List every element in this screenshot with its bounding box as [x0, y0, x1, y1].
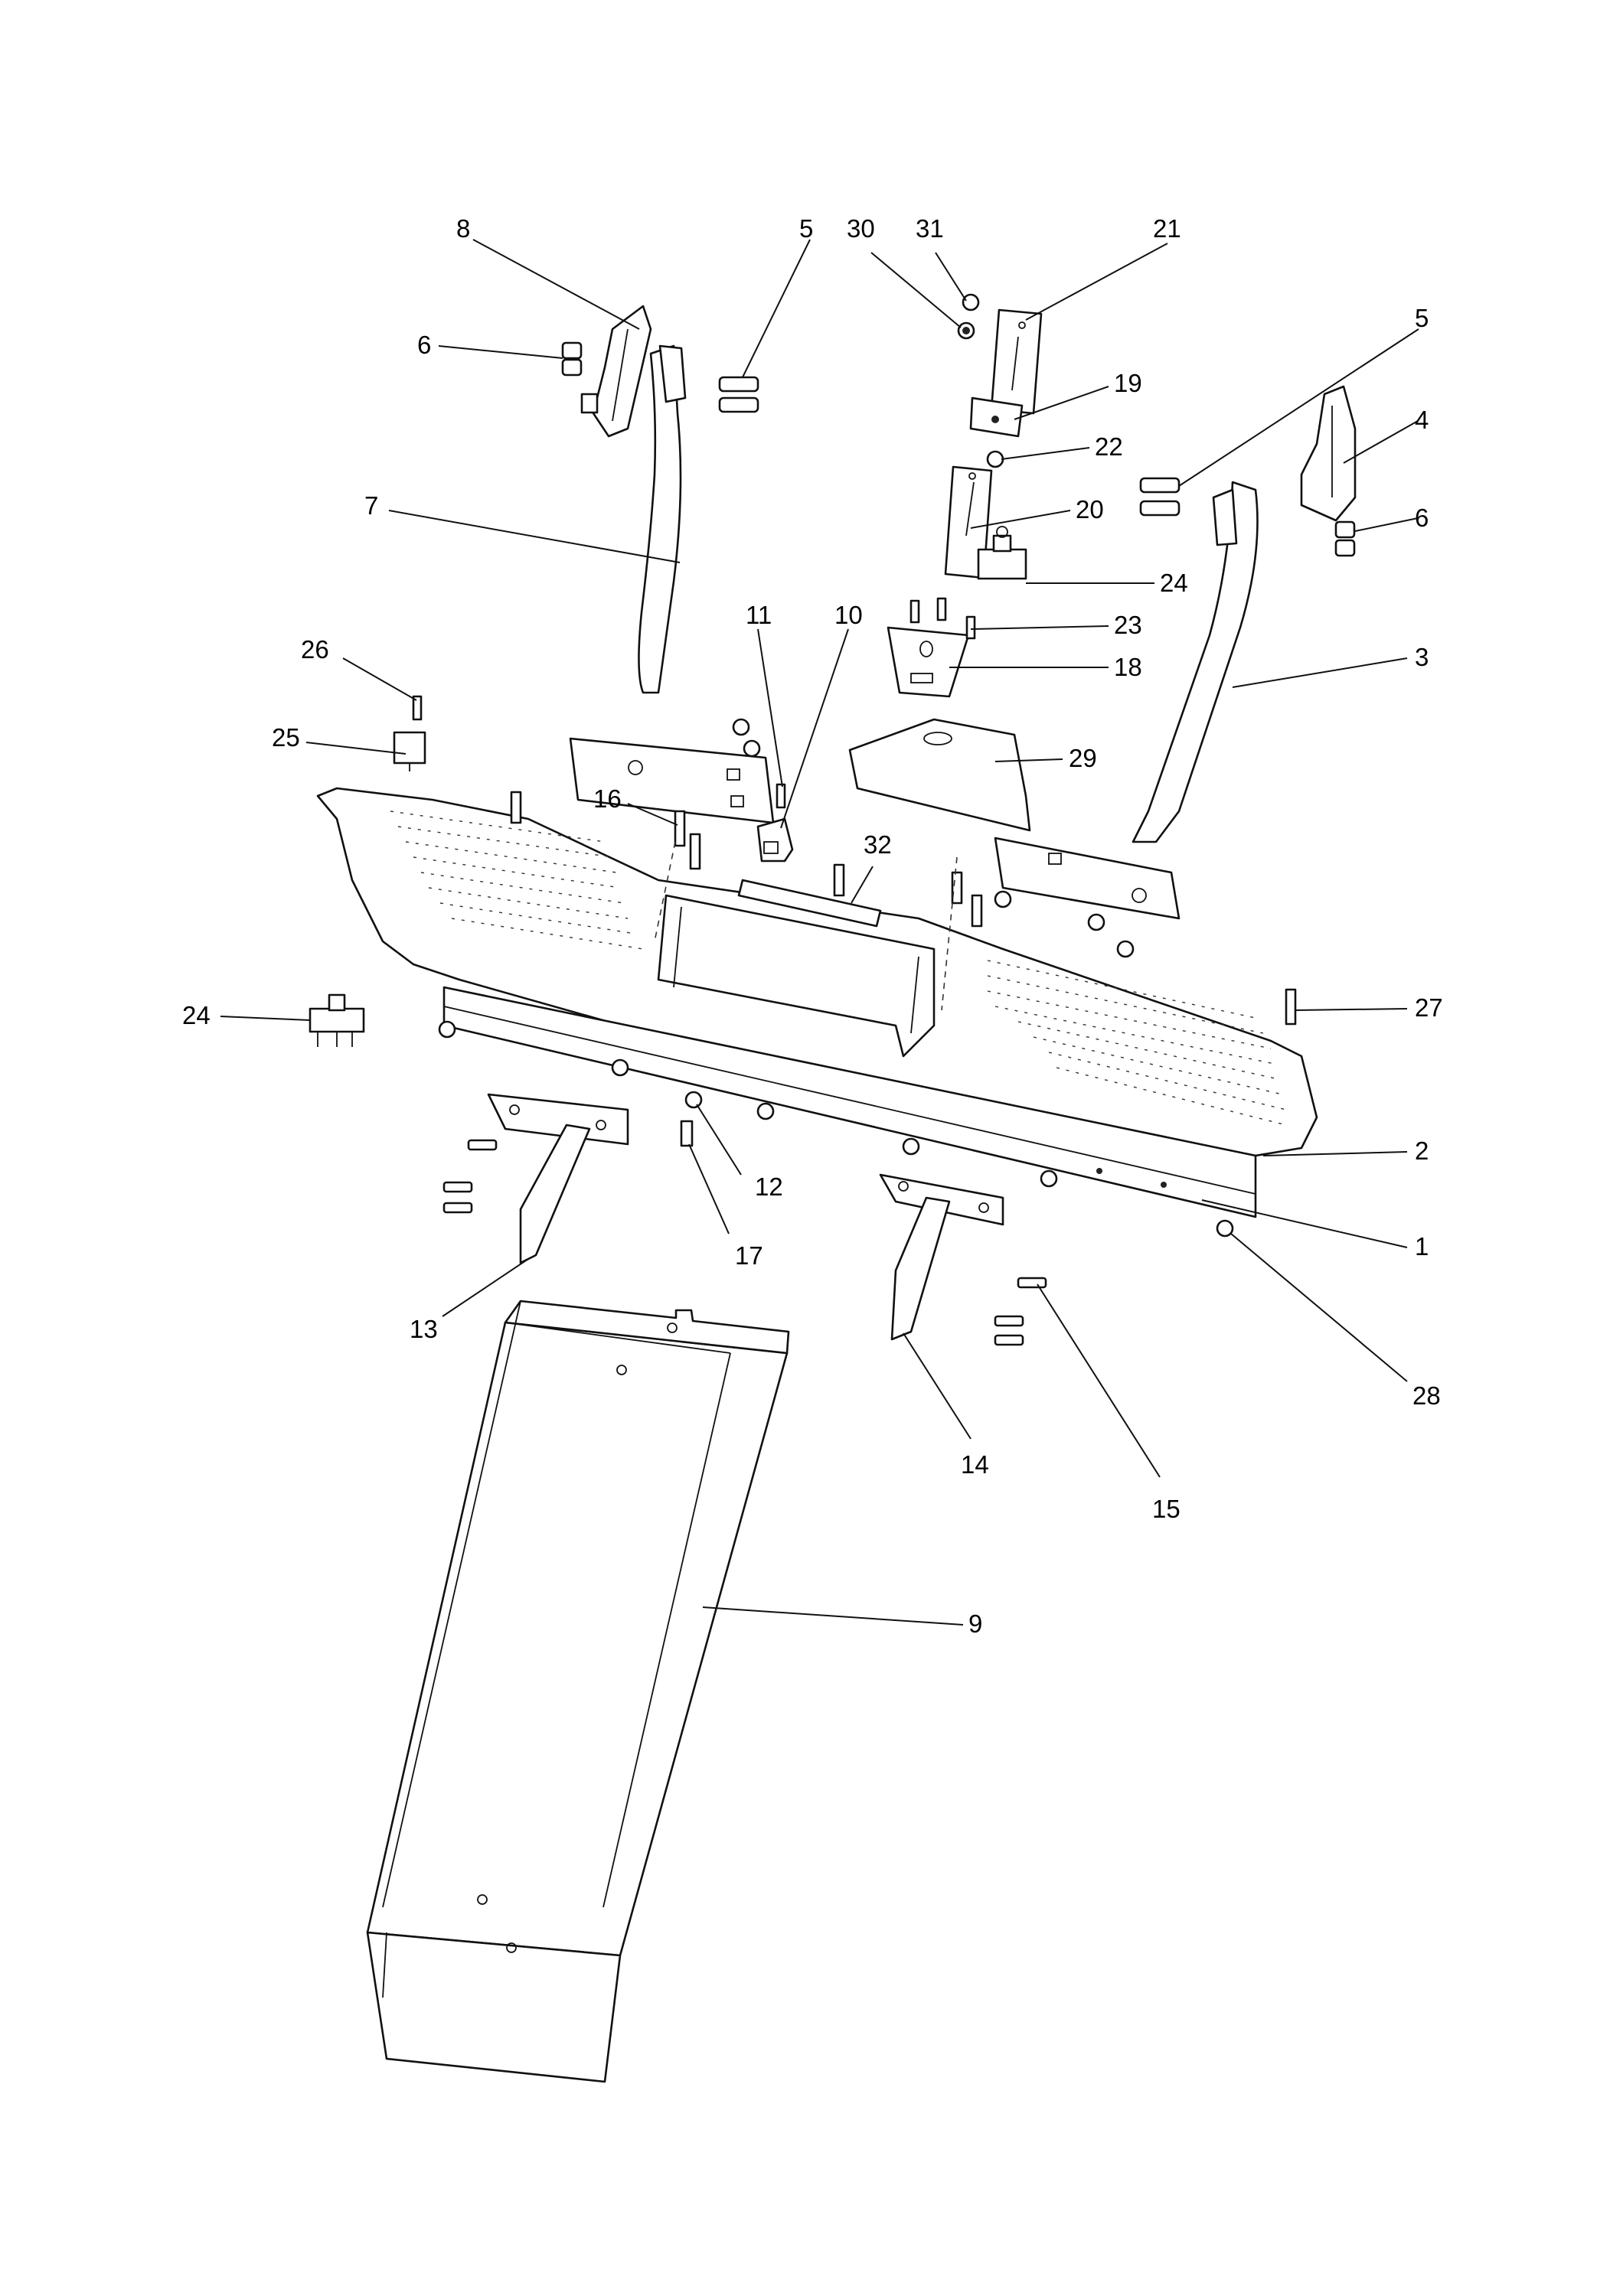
part-19-clip: [969, 396, 1024, 438]
callout-7: 7: [364, 491, 378, 520]
callout-22: 22: [1095, 432, 1123, 461]
callout-23: 23: [1114, 611, 1142, 639]
callout-19: 19: [1114, 369, 1142, 397]
callout-4: 4: [1415, 406, 1429, 434]
callout-8: 8: [456, 214, 470, 243]
fasteners: [412, 293, 1356, 1346]
callout-9: 9: [968, 1609, 982, 1638]
callout-6: 6: [1415, 504, 1429, 532]
part-3-right-handle: [994, 481, 1259, 920]
alignment-lines: [654, 841, 958, 1011]
part-7-left-handle: [569, 344, 775, 824]
part-13-bracket: [487, 1093, 629, 1264]
leader-lines: [220, 239, 1419, 1626]
callout-24: 24: [182, 1001, 211, 1029]
callout-3: 3: [1415, 643, 1429, 671]
callout-11: 11: [746, 601, 772, 629]
callout-17: 17: [735, 1241, 763, 1270]
part-14-bracket: [879, 1173, 1004, 1341]
callout-5: 5: [799, 214, 813, 243]
callout-30: 30: [847, 214, 875, 243]
callout-labels: 8 5 30 31 21 5 6 19 4 22 7 20 6 24 11 10…: [182, 214, 1443, 1638]
part-32-bar: [737, 879, 882, 928]
callout-6: 6: [417, 331, 431, 359]
part-1-rail: [442, 986, 1257, 1218]
part-8-left-bracket: [580, 305, 652, 438]
callout-21: 21: [1153, 214, 1181, 243]
part-9-chute: [366, 1300, 790, 2083]
part-18-plate: [887, 626, 970, 698]
callout-10: 10: [834, 601, 863, 629]
callout-32: 32: [864, 830, 892, 859]
part-24-switch-left: [309, 993, 365, 1047]
callout-5: 5: [1415, 304, 1429, 332]
callout-28: 28: [1412, 1381, 1441, 1410]
callout-14: 14: [961, 1450, 989, 1479]
callout-27: 27: [1415, 993, 1443, 1022]
perforation-left: [390, 810, 644, 950]
callout-13: 13: [410, 1315, 438, 1343]
perforation-right: [987, 960, 1287, 1126]
part-21-top-plate: [990, 308, 1043, 415]
part-24-switch-upper: [977, 526, 1027, 580]
callout-18: 18: [1114, 653, 1142, 681]
part-10-latch: [756, 817, 794, 863]
callout-24: 24: [1160, 569, 1188, 597]
callout-15: 15: [1152, 1495, 1181, 1523]
callout-2: 2: [1415, 1137, 1429, 1165]
callout-29: 29: [1069, 744, 1097, 772]
callout-12: 12: [755, 1172, 783, 1201]
part-2-platform: [316, 787, 1318, 1157]
part-25-clamp: [393, 731, 426, 771]
callout-16: 16: [593, 784, 622, 813]
part-4-right-bracket: [1300, 385, 1357, 522]
callout-25: 25: [272, 723, 300, 752]
part-29-cover: [848, 718, 1031, 832]
callout-31: 31: [916, 214, 944, 243]
callout-20: 20: [1076, 495, 1104, 523]
callout-26: 26: [301, 635, 329, 664]
callout-1: 1: [1415, 1232, 1429, 1261]
